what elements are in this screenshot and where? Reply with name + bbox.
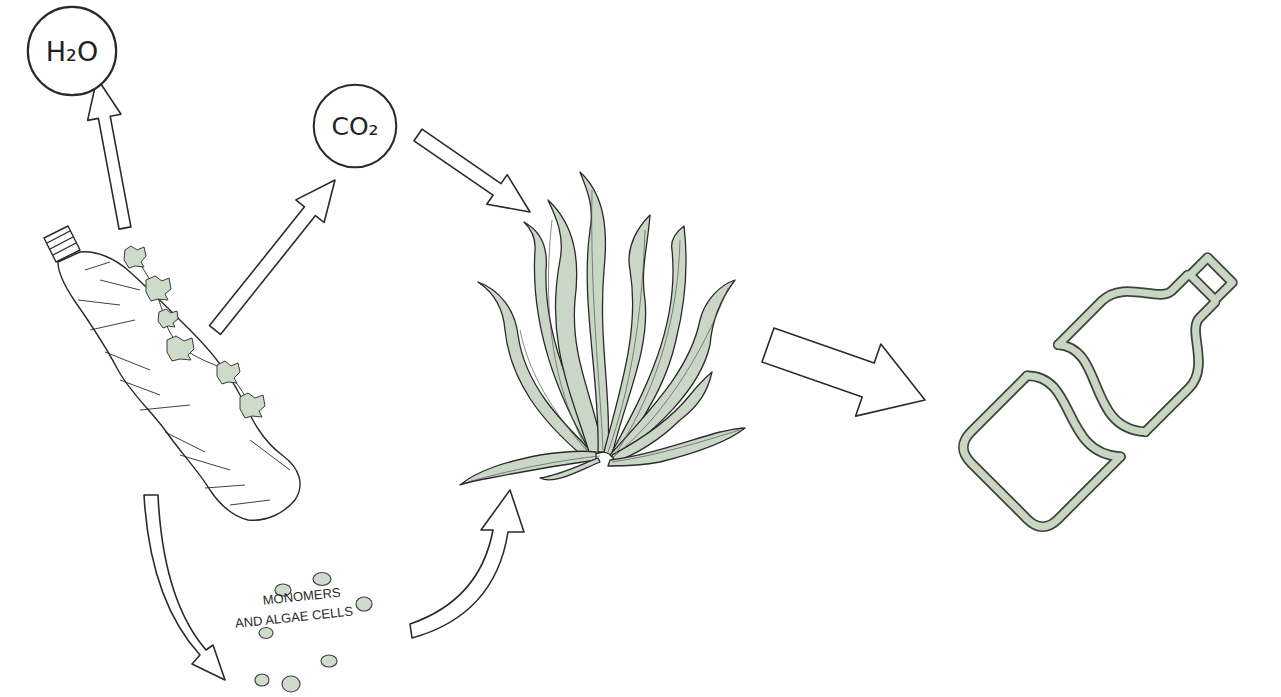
monomer-dot bbox=[356, 597, 372, 611]
arrow-to-water bbox=[88, 78, 131, 229]
formula-text: CO₂ bbox=[331, 112, 378, 141]
algae-blob bbox=[240, 393, 265, 418]
bottle-body bbox=[58, 252, 300, 521]
monomer-dot bbox=[282, 676, 300, 692]
bottle-wave bbox=[1024, 368, 1122, 466]
algae-blob bbox=[217, 361, 240, 384]
algae-blob bbox=[167, 336, 194, 361]
algae-blob bbox=[158, 309, 178, 328]
bottle-wave-fill bbox=[1049, 339, 1151, 441]
arrow-to-seaweed bbox=[414, 129, 530, 212]
monomer-dot bbox=[321, 655, 337, 667]
seaweed-midribs bbox=[468, 190, 740, 482]
formula-text: H₂O bbox=[46, 36, 98, 67]
bottle-cap-fill bbox=[1190, 258, 1232, 300]
circle-outline bbox=[314, 85, 397, 168]
algae-growth bbox=[124, 246, 265, 418]
formula-circle: H₂O bbox=[26, 5, 118, 97]
arrow-monomers-to-seaweed bbox=[410, 490, 524, 638]
caption-text: MONOMERS AND ALGAE CELLS bbox=[232, 580, 365, 634]
bottle-cap-ridges bbox=[47, 231, 76, 255]
monomer-dot bbox=[255, 674, 269, 686]
seaweed-blade bbox=[608, 428, 745, 466]
arrow-to-monomers bbox=[144, 495, 225, 680]
bottle-wave-fill bbox=[1024, 368, 1122, 466]
algae-blob bbox=[146, 276, 171, 301]
bottle-cap bbox=[1190, 258, 1232, 300]
monomer-dot bbox=[313, 573, 331, 586]
bottle-outline bbox=[956, 245, 1245, 534]
bottle-outline-fill bbox=[956, 245, 1245, 534]
circle-outline bbox=[28, 7, 116, 95]
seaweed bbox=[460, 172, 745, 485]
algae-blob bbox=[124, 246, 146, 268]
flow-arrows bbox=[88, 78, 925, 680]
new-bottle bbox=[956, 226, 1264, 534]
algae-strand bbox=[135, 258, 252, 410]
seaweed-blade bbox=[540, 458, 600, 480]
bottle-wave bbox=[1049, 339, 1151, 441]
bottle-creases bbox=[78, 262, 290, 505]
arrow-to-carbon-dioxide bbox=[210, 180, 336, 334]
formula-circle: CO₂ bbox=[312, 83, 398, 169]
arrow-to-new-bottle bbox=[762, 328, 925, 416]
